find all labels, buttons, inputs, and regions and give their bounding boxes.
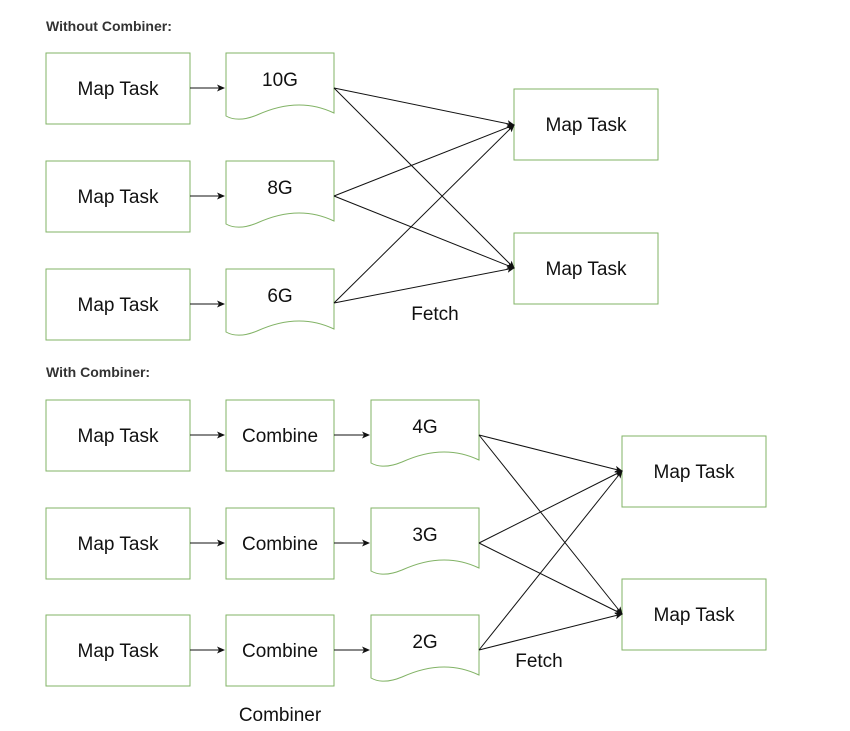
target-map-task-node	[621, 578, 767, 651]
map-task-label: Map Task	[78, 534, 159, 555]
fetch-edge	[333, 124, 515, 197]
combine-label: Combine	[242, 641, 318, 662]
combine-node	[225, 399, 335, 472]
fetch-edge	[478, 470, 623, 651]
combiner-caption: Combiner	[239, 705, 322, 726]
output-document	[370, 507, 480, 575]
output-size-label: 4G	[412, 417, 437, 438]
output-document	[370, 399, 480, 467]
map-task-node	[45, 52, 191, 125]
fetch-edge	[333, 124, 515, 304]
combine-label: Combine	[242, 426, 318, 447]
fetch-edge	[478, 612, 623, 651]
output-size-label: 8G	[267, 178, 292, 199]
output-document	[370, 614, 480, 682]
fetch-label: Fetch	[515, 651, 563, 672]
fetch-edge	[478, 434, 623, 615]
target-map-task-label: Map Task	[654, 605, 735, 626]
map-task-label: Map Task	[78, 187, 159, 208]
output-document	[225, 52, 335, 120]
map-task-label: Map Task	[78, 641, 159, 662]
map-task-node	[45, 507, 191, 580]
fetch-edge	[478, 470, 623, 544]
output-size-label: 10G	[262, 70, 298, 91]
without-combiner-section: Without Combiner: Map Task 10G Map Task …	[45, 18, 659, 341]
target-map-task-label: Map Task	[654, 462, 735, 483]
map-task-label: Map Task	[78, 79, 159, 100]
output-document	[225, 268, 335, 336]
fetch-edge	[478, 542, 623, 615]
fetch-label: Fetch	[411, 304, 459, 325]
output-size-label: 6G	[267, 286, 292, 307]
fetch-edge	[333, 265, 515, 304]
output-document	[225, 160, 335, 228]
target-map-task-label: Map Task	[546, 115, 627, 136]
with-combiner-title: With Combiner:	[46, 364, 150, 380]
map-task-node	[45, 268, 191, 341]
fetch-edge	[333, 87, 515, 128]
fetch-edge	[478, 434, 623, 473]
map-task-label: Map Task	[78, 295, 159, 316]
fetch-edge	[333, 87, 515, 269]
combine-label: Combine	[242, 534, 318, 555]
target-map-task-node	[513, 88, 659, 161]
target-map-task-node	[621, 435, 767, 508]
map-task-node	[45, 614, 191, 687]
without-combiner-title: Without Combiner:	[46, 18, 172, 34]
target-map-task-label: Map Task	[546, 259, 627, 280]
output-size-label: 2G	[412, 632, 437, 653]
with-combiner-section: With Combiner: Map Task Combine 4G Map T…	[45, 364, 767, 726]
map-task-label: Map Task	[78, 426, 159, 447]
combine-node	[225, 507, 335, 580]
map-task-node	[45, 399, 191, 472]
target-map-task-node	[513, 232, 659, 305]
fetch-edge	[333, 195, 515, 269]
output-size-label: 3G	[412, 525, 437, 546]
map-task-node	[45, 160, 191, 233]
